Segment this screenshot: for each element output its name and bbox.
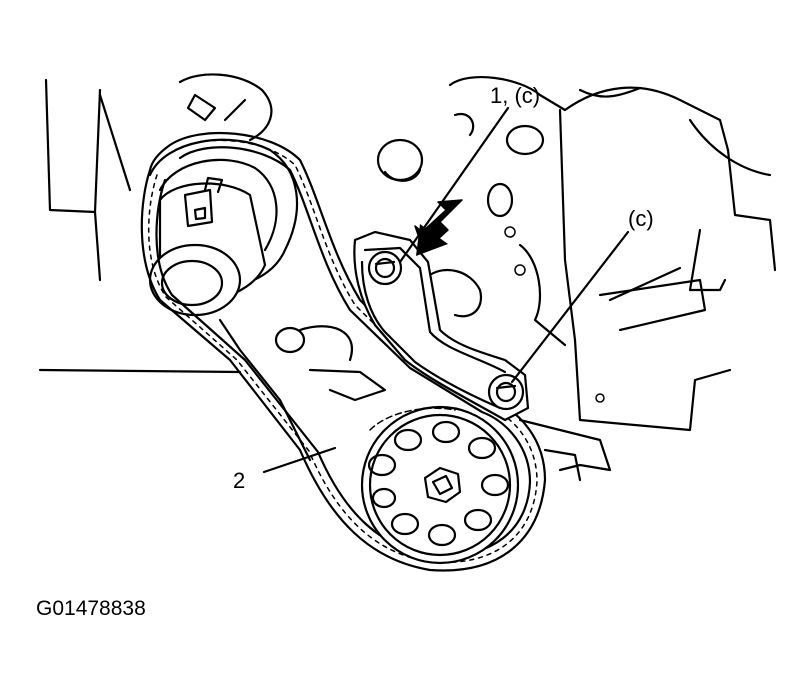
leader-lines xyxy=(262,106,630,474)
figure-code: G01478838 xyxy=(36,597,146,620)
sprocket-holes xyxy=(367,420,510,547)
timing-chain xyxy=(140,131,547,572)
upper-guide-bolt xyxy=(367,250,403,286)
upper-sprocket xyxy=(148,138,299,317)
label-part-2: 2 xyxy=(233,468,245,493)
label-part-1-bolt-c: 1, (c) xyxy=(490,83,540,108)
label-bolt-c: (c) xyxy=(628,206,654,231)
engine-block-outline xyxy=(38,73,777,482)
crankshaft-sprocket xyxy=(360,405,520,565)
lower-guide-bolt xyxy=(487,373,525,411)
